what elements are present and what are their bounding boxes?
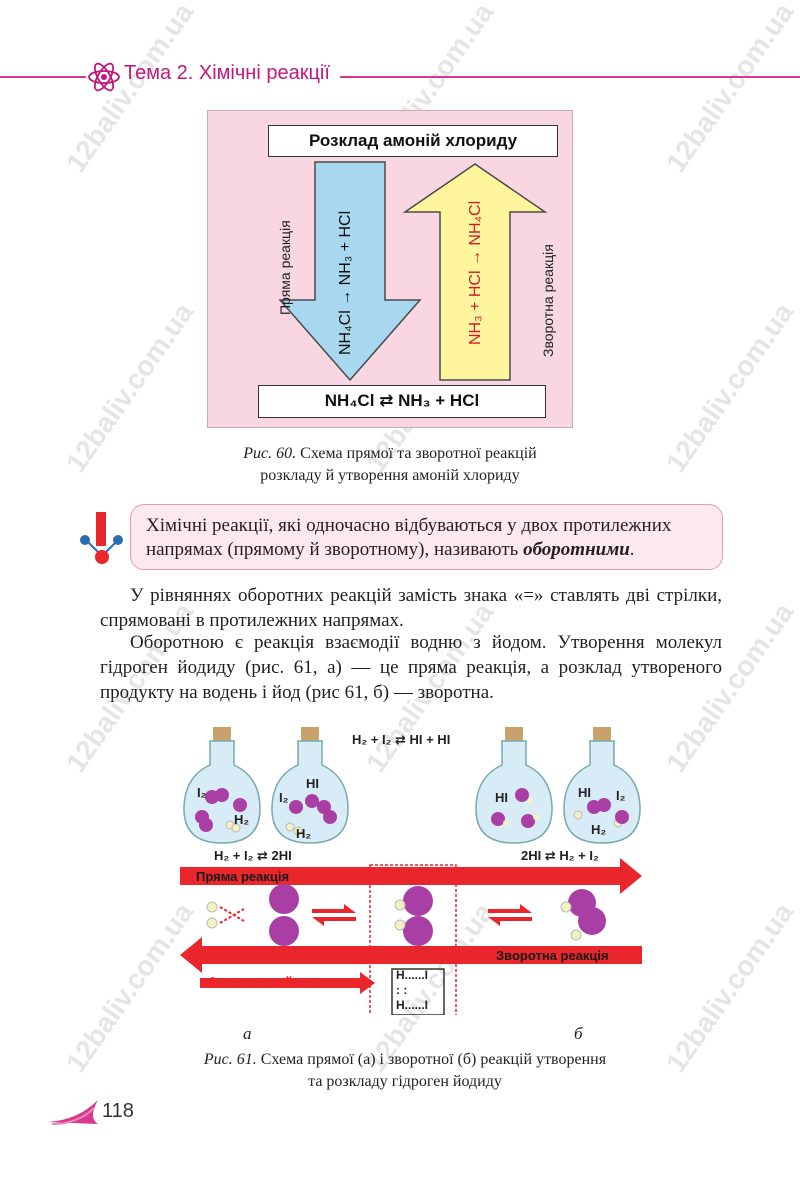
forward-arrow-icon xyxy=(278,161,422,382)
page-number: 118 xyxy=(102,1100,134,1122)
flask4-label-hi: HI xyxy=(578,785,591,800)
figure-61-right-equation: 2HI ⇄ H₂ + I₂ xyxy=(521,848,599,863)
watermark: 12baliv.com.ua xyxy=(660,297,800,478)
chapter-title: Тема 2. Хімічні реакції xyxy=(124,62,330,84)
figure-60-panel xyxy=(207,110,573,428)
flask-icon xyxy=(475,727,553,844)
flask2-label-h2: H₂ xyxy=(296,826,312,841)
figure-61-caption-line1: Схема прямої (а) і зворотної (б) реакцій… xyxy=(260,1051,607,1068)
figure-61-caption-number: Рис. 61. xyxy=(203,1051,257,1068)
atom-icon xyxy=(88,62,120,92)
subfigure-a-label: а xyxy=(243,1024,252,1043)
flask-icon xyxy=(563,727,641,844)
flask4-label-h2: H₂ xyxy=(591,822,607,837)
header-rule-right xyxy=(340,76,800,78)
forward-long-arrow-icon xyxy=(180,858,642,894)
figure-60-arrows xyxy=(278,161,548,382)
definition-text: Хімічні реакції, які одночасно відбувают… xyxy=(146,514,716,562)
figure-61-caption-line2: та розкладу гідроген йодиду xyxy=(308,1073,502,1090)
reverse-reaction-label-61: Зворотна реакція xyxy=(496,948,609,963)
paragraph-2: Оборотною є реакція взаємодії водню з йо… xyxy=(100,632,722,703)
watermark: 12baliv.com.ua xyxy=(60,0,200,178)
flask-icon xyxy=(183,727,261,844)
complex-row: : : xyxy=(396,983,408,997)
equilibrium-equation-box: NH₄Cl ⇄ NH₃ + HCl xyxy=(258,385,546,418)
reverse-equation: NH₃ + HCl → NH₄Cl xyxy=(467,200,484,345)
flask1-label-h2: H₂ xyxy=(234,812,250,827)
flask2-label-hi: HI xyxy=(306,776,319,791)
figure-60-caption: Рис. 60. Схема прямої та зворотної реакц… xyxy=(200,443,580,487)
watermark: 12baliv.com.ua xyxy=(660,0,800,178)
watermark: 12baliv.com.ua xyxy=(60,297,200,478)
forward-equation: NH₄Cl → NH₃ + HCl xyxy=(337,210,354,355)
figure-61-graphic xyxy=(180,727,642,1015)
flask1-label-i2: I₂ xyxy=(197,785,207,800)
molecule-icon xyxy=(80,512,123,564)
forward-reaction-label: Пряма реакція xyxy=(277,220,293,315)
definition-text-before: Хімічні реакції, які одночасно відбувают… xyxy=(146,515,672,560)
complex-row: H......I xyxy=(396,968,429,982)
page-corner-swoosh-icon xyxy=(48,1100,98,1125)
definition-box xyxy=(130,504,723,570)
figure-60-caption-line2: розкладу й утворення амоній хлориду xyxy=(260,467,520,484)
figure-60-caption-line1: Схема прямої та зворотної реакцій xyxy=(300,445,537,462)
watermark: 12baliv.com.ua xyxy=(660,897,800,1078)
activated-state-label: Активований стан xyxy=(208,974,326,989)
reverse-long-arrow-icon xyxy=(180,937,642,973)
header-rule-left xyxy=(0,76,86,78)
reverse-arrow-icon xyxy=(402,163,548,381)
complex-row: H......I xyxy=(396,998,429,1012)
paragraph-1: У рівняннях оборотних реакцій замість зн… xyxy=(100,585,722,631)
definition-text-after: . xyxy=(629,539,635,560)
flask-icon xyxy=(271,727,349,844)
reverse-reaction-label: Зворотна реакція xyxy=(540,244,556,357)
flask3-label-hi: HI xyxy=(495,790,508,805)
figure-61-top-equation: H₂ + I₂ ⇄ HI + HI xyxy=(352,732,451,747)
activated-complex: H......I : : H......I xyxy=(396,968,428,1013)
subfigure-b-label: б xyxy=(574,1024,583,1043)
flask2-label-i2: I₂ xyxy=(279,790,289,805)
figure-60-caption-number: Рис. 60. xyxy=(243,445,297,462)
forward-reaction-label-61: Пряма реакція xyxy=(196,869,290,884)
figure-60-title-box: Розклад амоній хлориду xyxy=(268,125,558,157)
figure-61-caption: Рис. 61. Схема прямої (а) і зворотної (б… xyxy=(150,1049,660,1093)
figure-61-left-equation: H₂ + I₂ ⇄ 2HI xyxy=(214,848,292,863)
flask4-label-i2: I₂ xyxy=(616,788,626,803)
definition-term: оборотними xyxy=(523,539,630,560)
